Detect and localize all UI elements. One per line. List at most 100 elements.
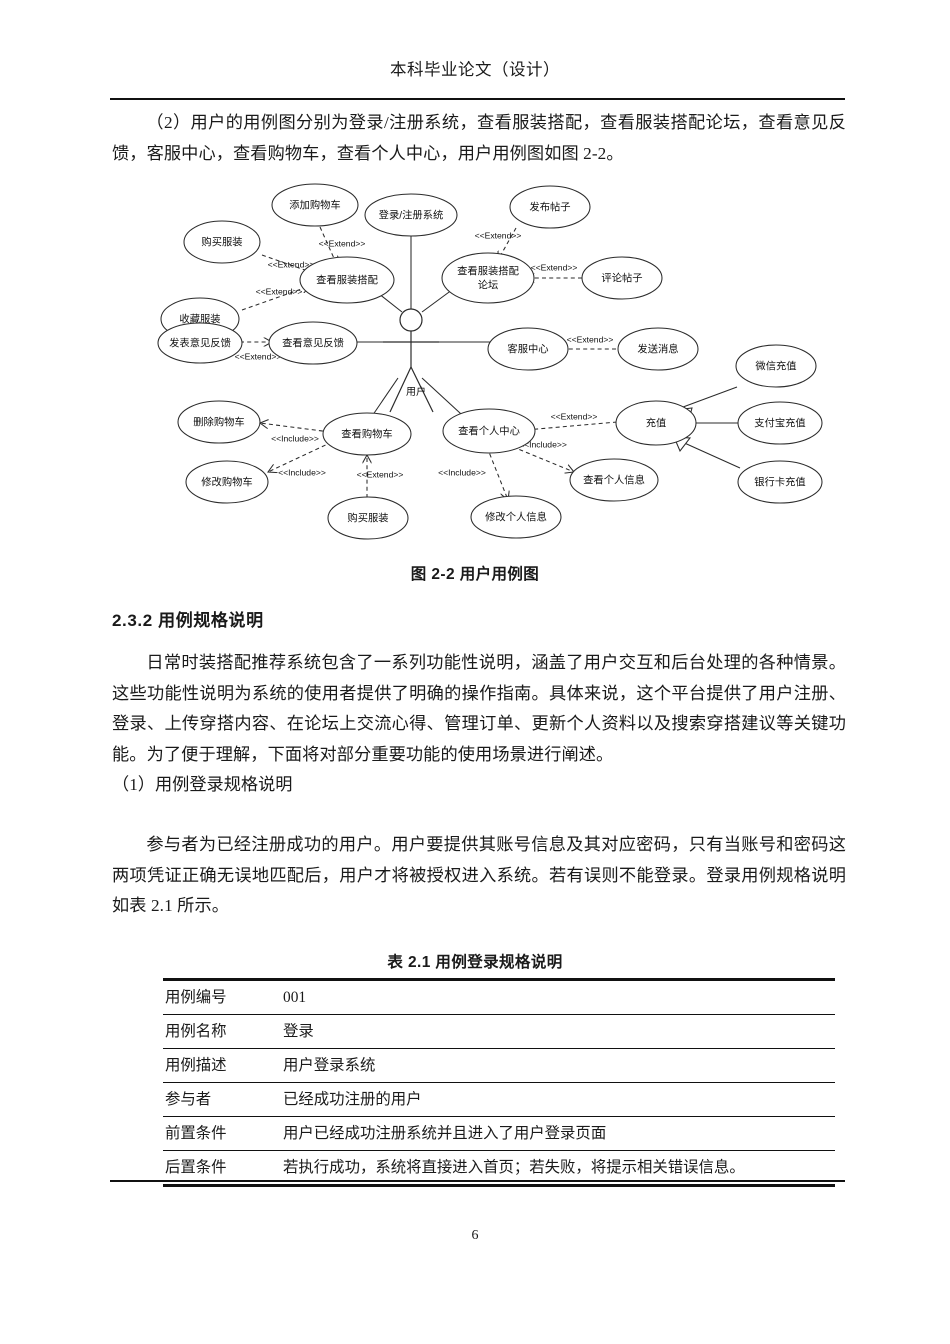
table-row: 用例编号 001 — [163, 978, 835, 1015]
svg-text:登录/注册系统: 登录/注册系统 — [379, 209, 444, 222]
usecase-view-profile-info: 查看个人信息 — [569, 458, 659, 502]
svg-text:论坛: 论坛 — [478, 279, 499, 292]
gen-wechat-to-recharge — [674, 386, 738, 411]
table-cell-key: 参与者 — [163, 1082, 261, 1117]
table-cell-key: 用例编号 — [163, 978, 261, 1015]
page-number: 6 — [471, 1228, 479, 1243]
table-row: 用例描述 用户登录系统 — [163, 1048, 835, 1083]
table-cell-value: 已经成功注册的用户 — [261, 1082, 835, 1117]
stereotype-include-view-info: <<Include>> — [519, 439, 567, 449]
table-cell-value: 用户已经成功注册系统并且进入了用户登录页面 — [261, 1116, 835, 1151]
stereotype-include-modify-info: <<Include>> — [438, 467, 486, 477]
table-row: 前置条件 用户已经成功注册系统并且进入了用户登录页面 — [163, 1116, 835, 1151]
header-rule — [110, 98, 845, 100]
use-case-spec-table: 用例编号 001 用例名称 登录 用例描述 用户登录系统 参与者 已经成功注册的… — [163, 978, 835, 1187]
usecase-view-profile-center: 查看个人中心 — [442, 408, 536, 454]
stereotype-extend-comment: <<Extend>> — [531, 262, 578, 272]
usecase-buy-clothes-top: 购买服装 — [183, 220, 261, 264]
stereotype-extend-buy-bottom: <<Extend>> — [357, 469, 404, 479]
subsection-label: （1）用例登录规格说明 — [112, 775, 293, 794]
dep-favorite-to-outfit — [241, 286, 310, 311]
usecase-buy-clothes-bottom: 购买服装 — [327, 496, 409, 540]
page-header-title: 本科毕业论文（设计） — [390, 60, 560, 79]
usecase-delete-cart: 删除购物车 — [177, 400, 261, 444]
stereotype-include-delete-cart: <<Include>> — [271, 433, 319, 443]
intro-paragraph: （2）用户的用例图分别为登录/注册系统，查看服装搭配，查看服装搭配论坛，查看意见… — [112, 113, 846, 163]
svg-text:发表意见反馈: 发表意见反馈 — [169, 337, 231, 350]
usecase-recharge: 充值 — [615, 400, 697, 446]
svg-text:微信充值: 微信充值 — [755, 360, 796, 373]
svg-text:客服中心: 客服中心 — [507, 343, 548, 356]
login-paragraph-block: 参与者为已经注册成功的用户。用户要提供其账号信息及其对应密码，只有当账号和密码这… — [112, 830, 846, 922]
actor-label: 用户 — [406, 385, 426, 398]
svg-text:支付宝充值: 支付宝充值 — [754, 417, 805, 430]
dep-recharge-to-profile — [526, 421, 618, 430]
intro-block: （2）用户的用例图分别为登录/注册系统，查看服装搭配，查看服装搭配论坛，查看意见… — [112, 108, 846, 169]
usecase-modify-cart: 修改购物车 — [185, 460, 269, 504]
stereotype-include-modify-cart: <<Include>> — [278, 467, 326, 477]
table-cell-key: 用例描述 — [163, 1048, 261, 1083]
svg-text:修改购物车: 修改购物车 — [201, 476, 252, 489]
section-body-block: 日常时装搭配推荐系统包含了一系列功能性说明，涵盖了用户交互和后台处理的各种情景。… — [112, 648, 846, 801]
usecase-send-message: 发送消息 — [617, 327, 699, 371]
usecase-add-cart: 添加购物车 — [271, 183, 359, 227]
table-cell-value: 用户登录系统 — [261, 1048, 835, 1083]
usecase-bank-card-recharge: 银行卡充值 — [737, 460, 823, 504]
usecase-post-feedback: 发表意见反馈 — [157, 322, 243, 364]
usecase-comment-post: 评论帖子 — [581, 256, 663, 300]
svg-text:充值: 充值 — [646, 417, 667, 430]
svg-text:删除购物车: 删除购物车 — [193, 416, 244, 429]
svg-text:查看服装搭配: 查看服装搭配 — [457, 265, 519, 278]
svg-text:修改个人信息: 修改个人信息 — [485, 511, 547, 524]
svg-text:查看服装搭配: 查看服装搭配 — [316, 274, 378, 287]
usecase-publish-post: 发布帖子 — [509, 185, 591, 229]
usecase-view-outfit: 查看服装搭配 — [299, 256, 395, 304]
table-body: 用例编号 001 用例名称 登录 用例描述 用户登录系统 参与者 已经成功注册的… — [163, 978, 835, 1187]
table-caption: 表 2.1 用例登录规格说明 — [387, 954, 563, 971]
figure-caption: 图 2-2 用户用例图 — [410, 566, 540, 583]
stereotype-extend-buy-clothes: <<Extend>> — [268, 259, 315, 269]
stereotype-extend-publish: <<Extend>> — [475, 230, 522, 240]
dep-cart-to-delete-cart — [260, 423, 331, 433]
stereotype-extend-feedback: <<Extend>> — [235, 351, 282, 361]
usecase-service-center: 客服中心 — [487, 327, 569, 371]
dep-cart-to-modify-cart — [268, 441, 333, 472]
svg-text:查看个人信息: 查看个人信息 — [583, 474, 645, 487]
usecase-login-register: 登录/注册系统 — [364, 193, 458, 237]
footer-rule — [110, 1180, 845, 1182]
svg-text:收藏服装: 收藏服装 — [179, 313, 220, 326]
section-heading: 2.3.2 用例规格说明 — [112, 611, 264, 630]
svg-text:发布帖子: 发布帖子 — [529, 201, 570, 214]
svg-text:购买服装: 购买服装 — [201, 236, 242, 249]
table-cell-value: 登录 — [261, 1014, 835, 1049]
usecase-alipay-recharge: 支付宝充值 — [737, 401, 823, 445]
gen-bank-to-recharge — [679, 440, 741, 469]
table-cell-key: 用例名称 — [163, 1014, 261, 1049]
table-row: 用例名称 登录 — [163, 1014, 835, 1049]
svg-text:评论帖子: 评论帖子 — [601, 272, 642, 285]
svg-text:查看个人中心: 查看个人中心 — [458, 425, 520, 438]
usecase-modify-profile-info: 修改个人信息 — [470, 495, 562, 539]
login-paragraph: 参与者为已经注册成功的用户。用户要提供其账号信息及其对应密码，只有当账号和密码这… — [112, 835, 846, 915]
svg-text:发送消息: 发送消息 — [637, 343, 678, 356]
section-body-paragraph: 日常时装搭配推荐系统包含了一系列功能性说明，涵盖了用户交互和后台处理的各种情景。… — [112, 653, 846, 764]
table-row: 参与者 已经成功注册的用户 — [163, 1082, 835, 1117]
use-case-diagram: 用户 — [150, 182, 830, 552]
stereotype-extend-favorite: <<Extend>> — [256, 286, 303, 296]
svg-text:购买服装: 购买服装 — [347, 512, 388, 525]
stereotype-extend-recharge: <<Extend>> — [551, 411, 598, 421]
table-cell-key: 前置条件 — [163, 1116, 261, 1151]
svg-text:查看购物车: 查看购物车 — [341, 428, 392, 441]
svg-text:查看意见反馈: 查看意见反馈 — [282, 337, 344, 350]
usecase-view-cart: 查看购物车 — [322, 412, 412, 456]
svg-text:银行卡充值: 银行卡充值 — [754, 476, 805, 489]
stereotype-extend-send-msg: <<Extend>> — [567, 334, 614, 344]
stereotype-extend-add-cart: <<Extend>> — [319, 238, 366, 248]
table-cell-value: 001 — [261, 978, 835, 1015]
dep-profile-to-modify-info — [486, 446, 508, 500]
usecase-wechat-recharge: 微信充值 — [735, 344, 817, 388]
dep-profile-to-view-info — [505, 443, 574, 472]
actor-user: 用户 — [383, 308, 439, 413]
svg-text:添加购物车: 添加购物车 — [289, 199, 340, 212]
